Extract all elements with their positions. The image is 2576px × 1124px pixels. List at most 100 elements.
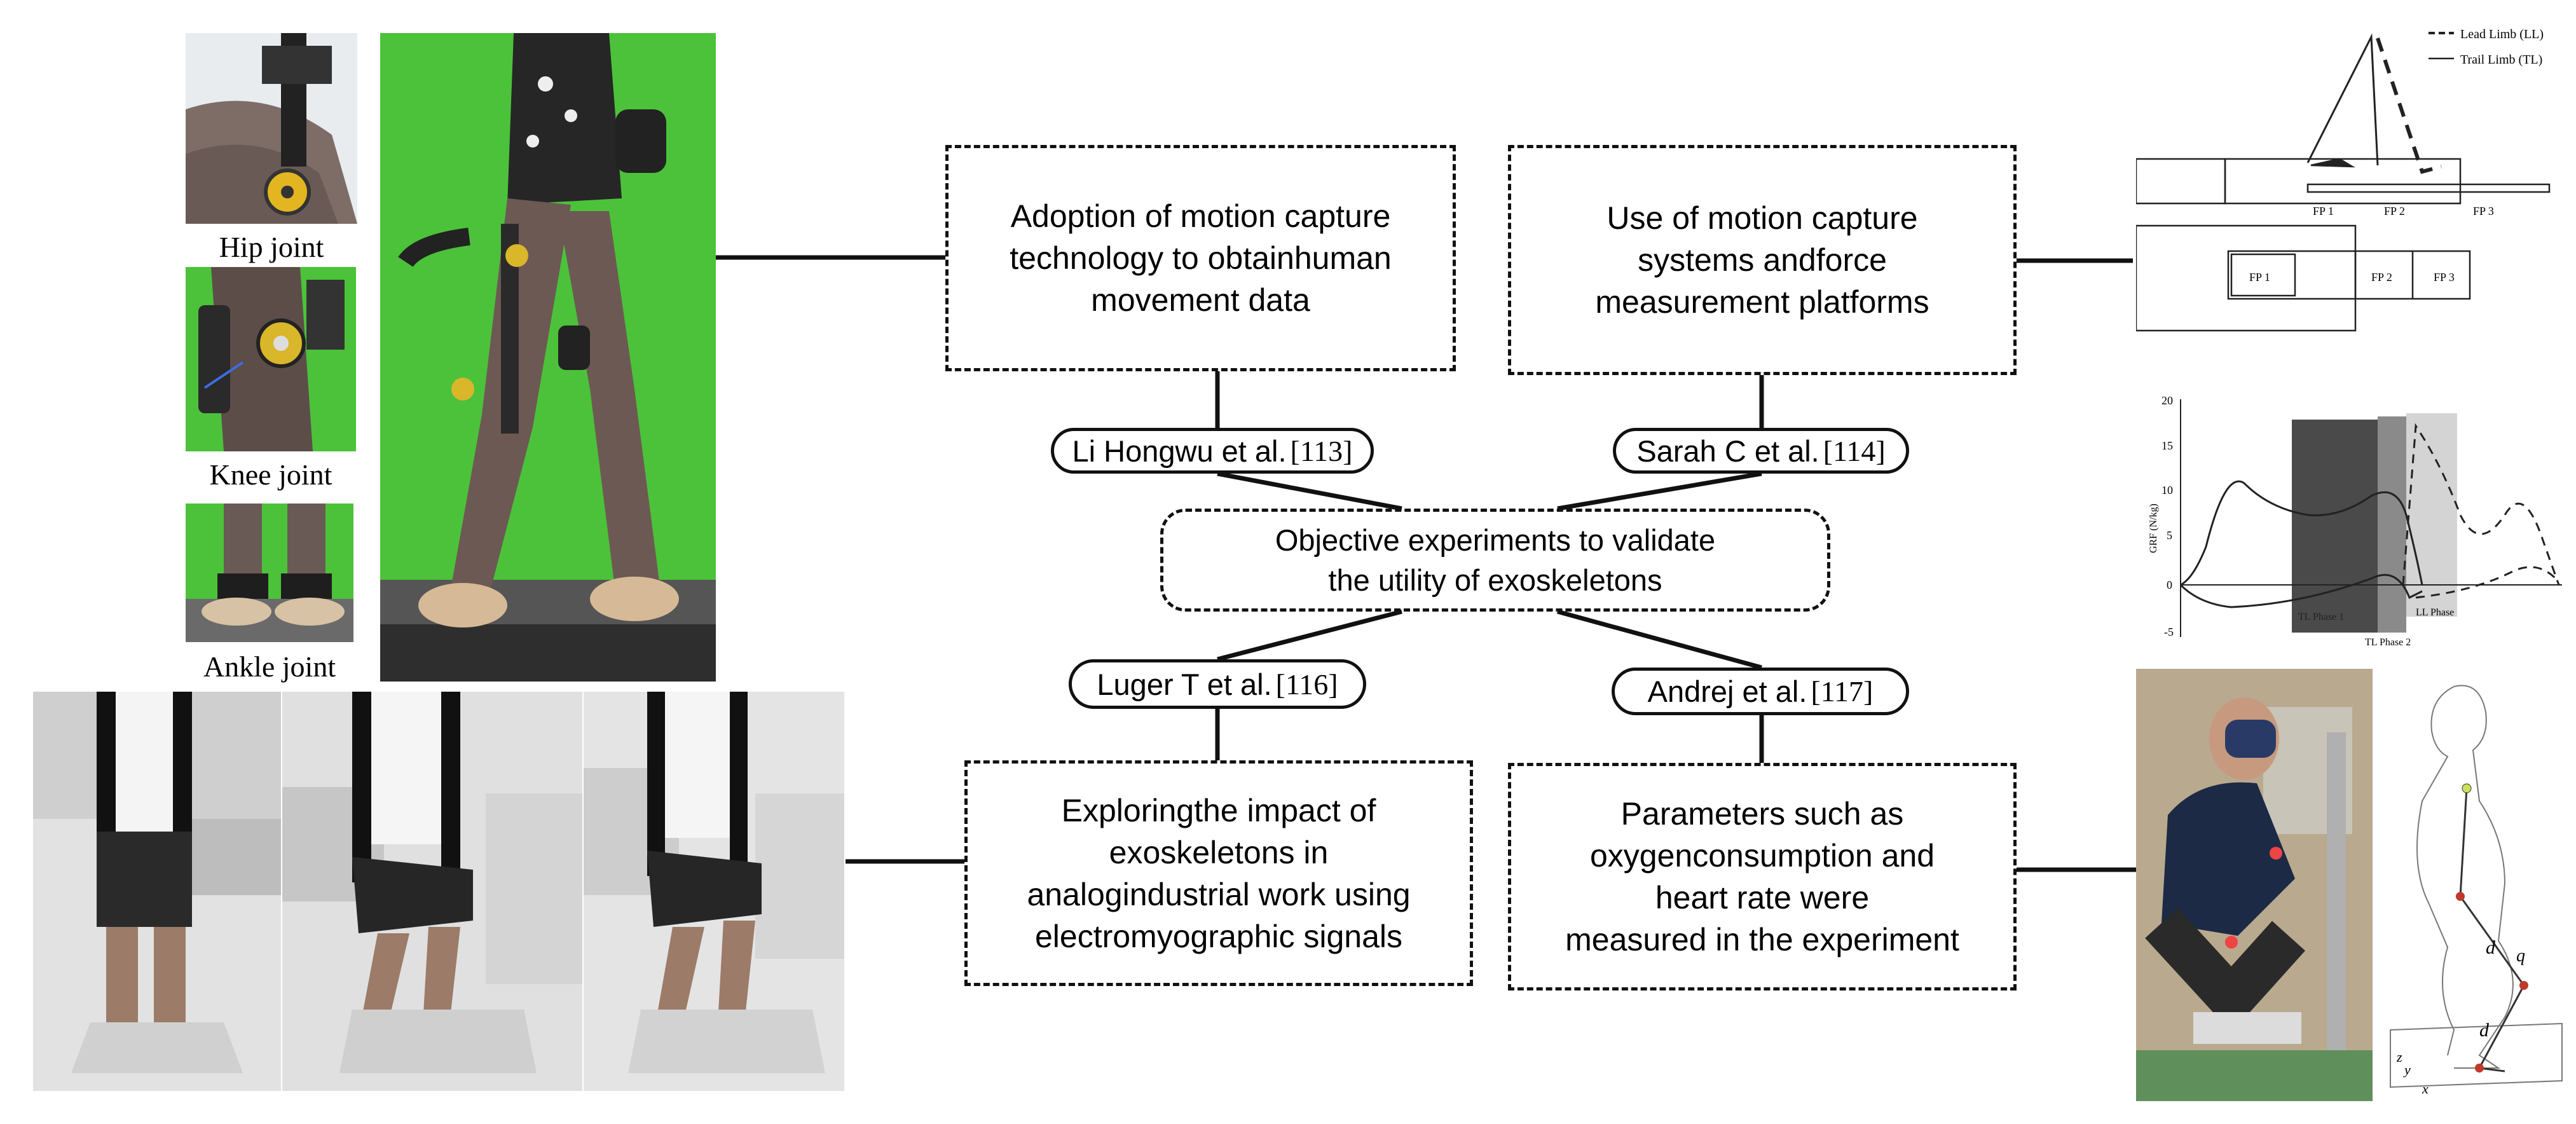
- squat-illustration-1: [33, 692, 281, 1091]
- label-d-shank: d: [2479, 1020, 2490, 1041]
- box-force-platforms-line-1: Use of motion capture: [1607, 200, 1918, 236]
- trail-limb-grf-curve: [2180, 480, 2423, 586]
- ll-phase-label: LL Phase: [2416, 607, 2454, 618]
- grf-chart: 20 15 10 5 0 -5 GRF (N/kg) TL Phase 1 TL…: [2148, 394, 2562, 648]
- grf-ylabel: GRF (N/kg): [2148, 504, 2159, 553]
- box-oxygen-heart: Parameters such as oxygenconsumption and…: [1508, 763, 2017, 990]
- axis-y-label: y: [2403, 1062, 2411, 1078]
- ytick-0: 0: [2167, 579, 2172, 591]
- center-objective-box: Objective experiments to validate the ut…: [1160, 509, 1830, 612]
- lead-limb-grf-curve: [2402, 423, 2560, 586]
- box-motion-capture: Adoption of motion capture technology to…: [945, 145, 1456, 371]
- box-force-platforms: Use of motion capture systems andforce m…: [1508, 145, 2017, 375]
- hip-joint-caption: Hip joint: [219, 231, 324, 263]
- connector-li-to-center: [1217, 471, 1402, 511]
- ref-li-hongwu-number: [113]: [1290, 434, 1353, 467]
- box-emg-impact-line-2: exoskeletons in: [1109, 834, 1329, 870]
- ankle-joint-illustration: [186, 504, 353, 642]
- ytick-10: 10: [2162, 484, 2173, 497]
- oxygen-test-photo: [2136, 669, 2373, 1101]
- ref-sarah-c: Sarah C et al.[114]: [1613, 428, 1909, 474]
- fp1-label-plate: FP 1: [2249, 271, 2270, 284]
- box-emg-impact: Exploringthe impact of exoskeletons in a…: [964, 760, 1473, 986]
- ref-sarah-c-number: [114]: [1823, 434, 1886, 467]
- force-plate-figure: Lead Limb (LL) Trail Limb (TL) FP 1 FP 2…: [2136, 27, 2551, 332]
- box-force-platforms-line-3: measurement platforms: [1595, 284, 1929, 320]
- connector-center-to-luger: [1217, 609, 1402, 662]
- ytick-15: 15: [2162, 439, 2173, 452]
- plate-layout-outline: [2136, 224, 2357, 332]
- plate-strip: [2306, 183, 2551, 193]
- plate-1-inner: [2230, 253, 2296, 297]
- box-emg-impact-line-3: analogindustrial work using: [1027, 876, 1411, 912]
- box-motion-capture-line-3: movement data: [1091, 282, 1310, 318]
- label-q: q: [2516, 946, 2525, 966]
- walker-illustration: [380, 33, 716, 682]
- fp2-label-plate: FP 2: [2371, 271, 2392, 284]
- tl-phase-1-label: TL Phase 1: [2298, 612, 2344, 622]
- hip-joint-marker: [2456, 892, 2465, 901]
- lead-limb-shear-curve: [2415, 566, 2557, 599]
- connector-sarah-to-center: [1557, 471, 1762, 511]
- legend-trail-label: Trail Limb (TL): [2460, 53, 2542, 67]
- fp3-label-plate: FP 3: [2434, 271, 2455, 284]
- squat-illustration-3: [584, 692, 844, 1091]
- thigh-segment: [2459, 896, 2525, 986]
- walkway-mid: [2224, 158, 2462, 205]
- box-oxygen-heart-line-1: Parameters such as: [1620, 796, 1904, 832]
- squat-photo-3: [584, 692, 844, 1091]
- ytick-5: 5: [2167, 529, 2172, 542]
- ground-plane: [2390, 1022, 2563, 1088]
- ytick-neg5: -5: [2164, 626, 2174, 638]
- ankle-joint-caption: Ankle joint: [203, 650, 336, 683]
- ref-luger-t-number: [116]: [1275, 668, 1338, 701]
- lead-limb-path: [2376, 38, 2442, 174]
- foot-marker: [2310, 158, 2355, 168]
- fp1-label-top: FP 1: [2313, 205, 2334, 217]
- ref-andrej-number: [117]: [1811, 675, 1874, 708]
- plate-row: [2227, 250, 2471, 300]
- axis-z-label: z: [2396, 1049, 2402, 1065]
- trunk-segment: [2459, 788, 2468, 897]
- body-silhouette-back: [2416, 686, 2455, 1056]
- box-motion-capture-line-1: Adoption of motion capture: [1010, 198, 1391, 234]
- squat-illustration-2: [282, 692, 582, 1091]
- knee-joint-illustration: [186, 267, 356, 451]
- fp2-label-top: FP 2: [2384, 205, 2405, 217]
- tl-phase-1-band: [2292, 420, 2378, 633]
- knee-joint-caption: Knee joint: [209, 458, 332, 491]
- box-motion-capture-line-2: technology to obtainhuman: [1010, 240, 1392, 276]
- squat-photo-1: [33, 692, 281, 1091]
- oxygen-test-illustration: [2136, 669, 2373, 1101]
- ankle-joint-photo: [186, 504, 353, 642]
- center-objective-line-2: the utility of exoskeletons: [1328, 563, 1662, 597]
- trail-limb-shear-curve: [2179, 573, 2423, 608]
- box-force-platforms-line-2: systems andforce: [1638, 242, 1887, 278]
- fp3-label-top: FP 3: [2473, 205, 2494, 217]
- box-emg-impact-line-4: electromyographic signals: [1034, 918, 1403, 954]
- ref-li-hongwu: Li Hongwu et al.[113]: [1051, 428, 1374, 474]
- shank-segment: [2478, 985, 2525, 1069]
- center-objective-line-1: Objective experiments to validate: [1275, 523, 1716, 557]
- trail-limb-path: [2306, 33, 2379, 166]
- tl-phase-2-band: [2378, 416, 2406, 633]
- ref-li-hongwu-name: Li Hongwu et al.: [1072, 434, 1287, 468]
- ref-luger-t: Luger T et al.[116]: [1069, 659, 1366, 709]
- axis-x-label: x: [2422, 1081, 2429, 1097]
- skeleton-model-figure: d q d z y x: [2390, 685, 2563, 1097]
- box-oxygen-heart-line-3: heart rate were: [1655, 880, 1870, 915]
- label-d-thigh: d: [2486, 937, 2496, 958]
- exoskeleton-walking-photo: [380, 33, 716, 682]
- ref-andrej: Andrej et al.[117]: [1612, 668, 1909, 715]
- box-emg-impact-line-1: Exploringthe impact of: [1061, 792, 1376, 828]
- ref-sarah-c-name: Sarah C et al.: [1636, 434, 1819, 468]
- knee-joint-photo: [186, 267, 356, 451]
- tl-phase-2-label: TL Phase 2: [2365, 637, 2411, 648]
- ytick-20: 20: [2162, 394, 2173, 407]
- box-oxygen-heart-line-4: measured in the experiment: [1565, 922, 1959, 957]
- ref-luger-t-name: Luger T et al.: [1097, 667, 1272, 701]
- ref-andrej-name: Andrej et al.: [1647, 675, 1807, 708]
- ankle-joint-marker: [2475, 1064, 2484, 1073]
- body-silhouette: [2453, 685, 2514, 1069]
